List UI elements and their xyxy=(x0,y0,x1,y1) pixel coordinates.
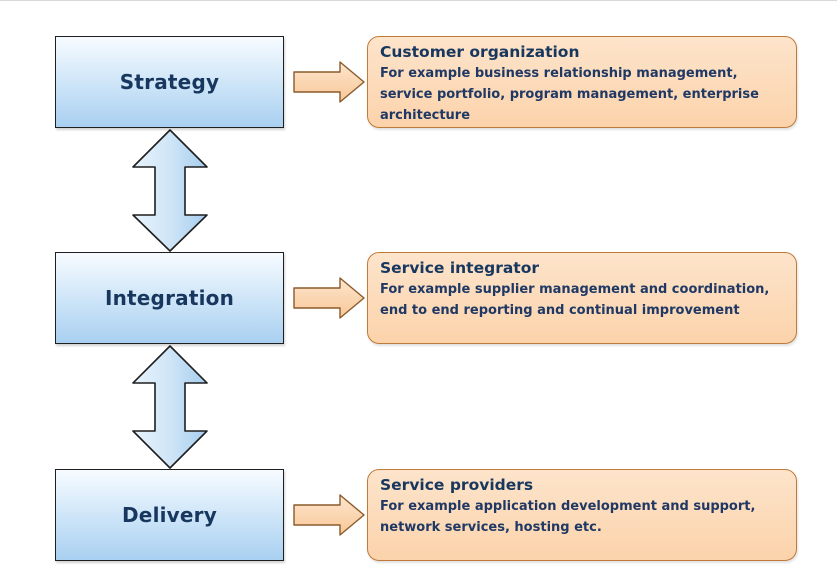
callout-service-providers: Service providers For example applicatio… xyxy=(367,469,797,561)
layer-label-delivery: Delivery xyxy=(122,503,217,527)
callout-customer-organization: Customer organization For example busine… xyxy=(367,36,797,128)
right-arrow-strategy-icon xyxy=(293,61,365,103)
right-arrow-delivery-icon xyxy=(293,494,365,536)
right-arrow-integration-icon xyxy=(293,277,365,319)
layer-box-strategy: Strategy xyxy=(55,36,284,128)
callout-description: For example business relationship manage… xyxy=(380,66,759,123)
callout-title: Customer organization xyxy=(380,43,580,61)
double-arrow-strategy-integration-icon xyxy=(132,129,208,252)
layer-box-delivery: Delivery xyxy=(55,469,284,561)
top-divider xyxy=(0,0,837,1)
callout-service-integrator: Service integrator For example supplier … xyxy=(367,252,797,344)
callout-title: Service integrator xyxy=(380,259,540,277)
layer-box-integration: Integration xyxy=(55,252,284,344)
double-arrow-integration-delivery-icon xyxy=(132,345,208,469)
callout-description: For example supplier management and coor… xyxy=(380,282,770,318)
callout-description: For example application development and … xyxy=(380,499,756,535)
callout-title: Service providers xyxy=(380,476,534,494)
layer-label-strategy: Strategy xyxy=(119,70,220,94)
layer-label-integration: Integration xyxy=(104,286,235,310)
